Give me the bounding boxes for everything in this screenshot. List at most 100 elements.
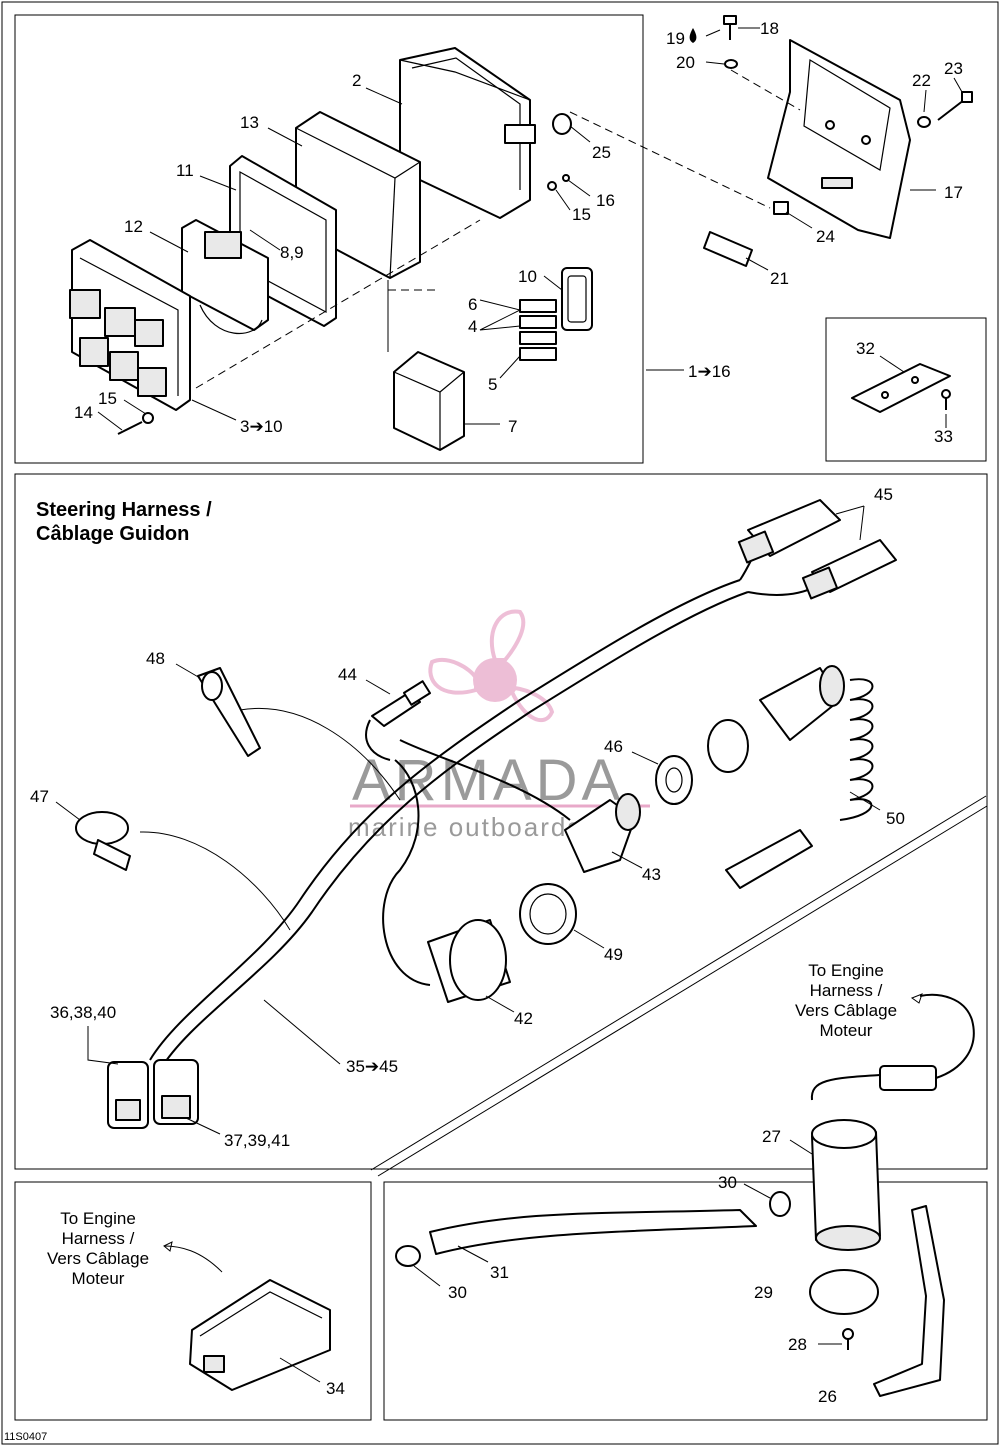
armada-watermark: ARMADA marine outboards (348, 609, 650, 842)
part-18-screw (723, 15, 737, 40)
callout-16: 16 (596, 191, 615, 210)
part-7-relay (393, 351, 465, 451)
callout-10: 10 (518, 267, 537, 286)
part-21-block (703, 231, 753, 267)
callout-2: 2 (352, 71, 361, 90)
drawing-code: 11S0407 (4, 1431, 47, 1443)
part-10-seal (561, 267, 593, 331)
part-socket (707, 665, 845, 773)
callout-labels: 2 13 11 12 8,9 14 15 3➔10 25 16 15 10 6 … (30, 19, 963, 1406)
callout-11: 11 (176, 161, 194, 180)
part-34-connector (189, 1279, 331, 1391)
steering-title-line-1: Steering Harness / (36, 499, 212, 521)
part-14-screw (117, 412, 154, 435)
callout-27: 27 (762, 1127, 781, 1146)
bracket-group (689, 15, 973, 267)
callout-17: 17 (944, 183, 963, 202)
part-16-screw (547, 174, 570, 191)
part-46-washer (655, 755, 693, 805)
callout-25: 25 (592, 143, 611, 162)
callout-23: 23 (944, 59, 963, 78)
callout-34: 34 (326, 1379, 345, 1398)
callout-6: 6 (468, 295, 477, 314)
callout-45: 45 (874, 485, 893, 504)
callout-30-left: 30 (448, 1283, 467, 1302)
engine-note-left-line-1: To Engine (60, 1209, 136, 1228)
callout-26: 26 (818, 1387, 837, 1406)
engine-harness-note-right: To Engine Harness / Vers Câblage Moteur (795, 961, 897, 1040)
part-20-washer (724, 59, 738, 69)
callout-12: 12 (124, 217, 143, 236)
callout-46: 46 (604, 737, 623, 756)
steering-harness-title: Steering Harness / Câblage Guidon (36, 499, 212, 545)
engine-note-left-line-3: Vers Câblage (47, 1249, 149, 1268)
callout-8-9: 8,9 (280, 243, 304, 262)
callout-33: 33 (934, 427, 953, 446)
callout-28: 28 (788, 1335, 807, 1354)
part-3-module (69, 239, 191, 411)
callout-35-45: 35➔45 (346, 1057, 398, 1076)
part-50-coiled-cord (725, 678, 874, 889)
engine-note-right-line-1: To Engine (808, 961, 884, 980)
part-44-sensor (371, 680, 432, 727)
engine-harness-note-left: To Engine Harness / Vers Câblage Moteur (47, 1209, 149, 1288)
callout-24: 24 (816, 227, 835, 246)
callout-47: 47 (30, 787, 49, 806)
part-33-screw (941, 389, 951, 410)
engine-note-right-line-2: Harness / (810, 981, 883, 1000)
propeller-logo (428, 609, 555, 723)
part-32-plate (851, 363, 951, 413)
callout-22: 22 (912, 71, 931, 90)
part-24-spacer (773, 201, 789, 215)
fuse-box-group (69, 47, 771, 451)
parts-4-5-6-terminals (519, 299, 557, 361)
part-26-bracket (873, 1205, 945, 1397)
callout-48: 48 (146, 649, 165, 668)
part-30-clamp-b (769, 1191, 791, 1217)
part-23-screw (937, 91, 973, 121)
part-29-strap (809, 1269, 879, 1315)
engine-note-right-line-3: Vers Câblage (795, 1001, 897, 1020)
callout-15-right: 15 (572, 205, 591, 224)
callout-14: 14 (74, 403, 93, 422)
callout-31: 31 (490, 1263, 509, 1282)
part-31-hose (429, 1209, 757, 1255)
pump-group (395, 993, 975, 1397)
engine-note-left-line-2: Harness / (62, 1229, 135, 1248)
part-43-switch (564, 793, 641, 873)
part-48-tie (197, 667, 261, 757)
part-42-cup (427, 919, 511, 1003)
callout-44: 44 (338, 665, 357, 684)
part-30-clamp-a (395, 1245, 421, 1267)
callout-1-16: 1➔16 (688, 362, 731, 381)
callout-20: 20 (676, 53, 695, 72)
part-28-screw (842, 1328, 854, 1350)
callout-37-39-41: 37,39,41 (224, 1131, 290, 1150)
watermark-brand: ARMADA (352, 748, 624, 813)
callout-13: 13 (240, 113, 259, 132)
part-22-washer (917, 116, 931, 128)
leader-lines (55, 27, 963, 1383)
callout-3-10: 3➔10 (240, 417, 283, 436)
callout-49: 49 (604, 945, 623, 964)
part-47-clamp (75, 811, 131, 871)
callout-19: 19 (666, 29, 685, 48)
callout-21: 21 (770, 269, 789, 288)
callout-7: 7 (508, 417, 517, 436)
steering-title-line-2: Câblage Guidon (36, 523, 189, 545)
callout-5: 5 (488, 375, 497, 394)
callout-32: 32 (856, 339, 875, 358)
callout-18: 18 (760, 19, 779, 38)
callout-43: 43 (642, 865, 661, 884)
part-49-nut (519, 883, 577, 945)
part-27-pump (811, 1119, 881, 1251)
part-25-grommet (552, 113, 572, 135)
part-45-connectors (737, 499, 897, 600)
callout-50: 50 (886, 809, 905, 828)
parts-36-41-connectors (107, 1059, 199, 1129)
callout-30-right: 30 (718, 1173, 737, 1192)
watermark-tagline: marine outboards (348, 812, 582, 842)
engine-note-right-line-4: Moteur (820, 1021, 873, 1040)
